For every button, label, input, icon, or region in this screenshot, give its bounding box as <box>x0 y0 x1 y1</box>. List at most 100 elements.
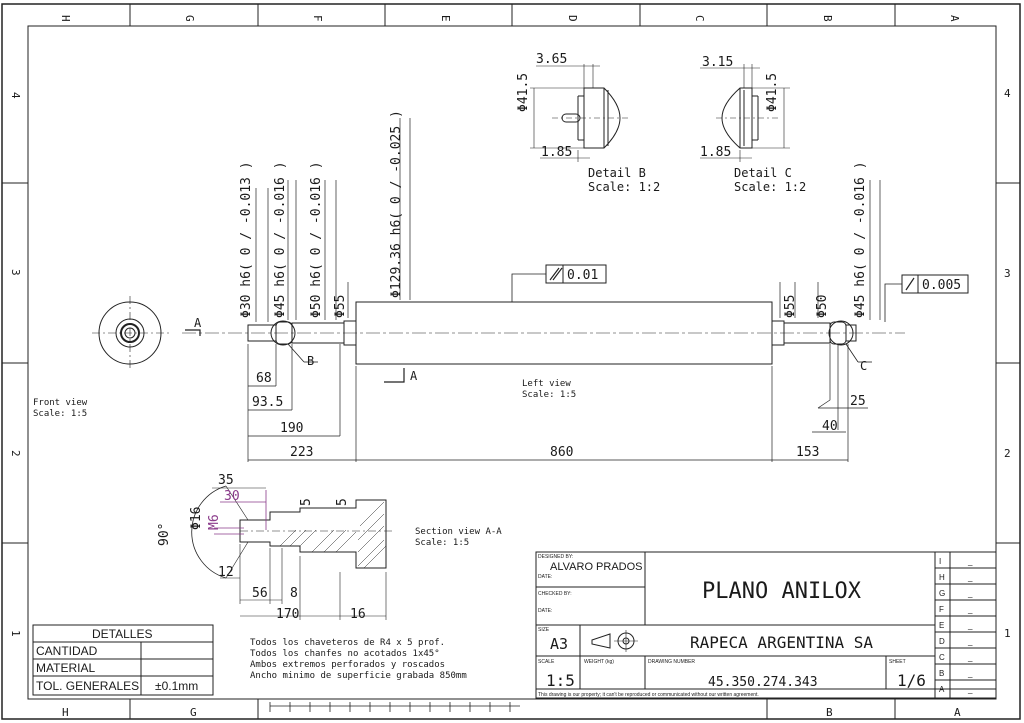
details-row-value: ±0.1mm <box>155 679 198 693</box>
designer-name: ALVARO PRADOS <box>550 561 643 573</box>
section-dim-35: 35 <box>218 473 234 488</box>
revision-value: _ <box>967 573 973 582</box>
dim-dia-55-right: Φ55 <box>783 295 798 318</box>
revision-letter: A <box>939 685 945 694</box>
detail-b-callout <box>270 320 296 346</box>
weight-label: WEIGHT (kg) <box>584 659 614 665</box>
details-table-header: DETALLES <box>92 627 152 641</box>
left-view-label: Left view <box>522 379 571 389</box>
date-label: DATE: <box>538 574 552 580</box>
front-view-label: Front view <box>33 398 88 408</box>
revision-value: _ <box>967 669 973 678</box>
revision-letter: B <box>939 669 944 678</box>
detail-c-view <box>700 64 790 162</box>
sheet-label: SHEET <box>889 659 906 665</box>
disclaimer: This drawing is our property; it can't b… <box>538 692 759 698</box>
zone-letter: B <box>826 706 833 719</box>
dim-dia-45: Φ45 h6( 0 / -0.016 ) <box>273 161 288 318</box>
section-mark-a: A <box>410 369 418 383</box>
zone-number: 3 <box>9 269 22 276</box>
revision-value: _ <box>967 557 973 566</box>
drawing-number-label: DRAWING NUMBER <box>648 659 695 665</box>
dim-length-153: 153 <box>796 445 819 460</box>
paper-size: A3 <box>550 635 568 653</box>
dim-dia-55: Φ55 <box>333 295 348 318</box>
checked-by-label: CHECKED BY: <box>538 591 572 597</box>
revision-value: _ <box>967 653 973 662</box>
revision-letter: I <box>939 557 941 566</box>
revision-letter: G <box>939 589 945 598</box>
dim-length-68: 68 <box>256 371 272 386</box>
details-row-label: CANTIDAD <box>36 644 98 658</box>
revision-value: _ <box>967 621 973 630</box>
title-block <box>535 551 997 699</box>
section-view-label: Section view A-A <box>415 527 502 537</box>
runout-frame: 0.005 <box>884 274 969 322</box>
section-dim-16: 16 <box>350 607 366 622</box>
dim-length-40: 40 <box>822 419 838 434</box>
outer-frame <box>1 3 1021 720</box>
revision-value: _ <box>967 685 973 694</box>
size-label: SIZE <box>538 627 550 633</box>
designed-by-label: DESIGNED BY: <box>538 554 573 560</box>
revision-letter: E <box>939 621 944 630</box>
note-line: Todos los chaveteros de R4 x 5 prof. <box>250 638 445 648</box>
detail-b-dia: Φ41.5 <box>516 73 531 112</box>
zone-letter: E <box>439 15 452 22</box>
section-dim-56: 56 <box>252 586 268 601</box>
section-dim-5b: 5 <box>335 498 350 506</box>
dim-dia-30: Φ30 h6( 0 / -0.013 ) <box>239 161 254 318</box>
zone-letter: H <box>62 706 69 719</box>
details-table: DETALLES CANTIDAD MATERIAL TOL. GENERALE… <box>32 624 214 696</box>
zone-number: 1 <box>1004 627 1011 640</box>
left-view-scale: Scale: 1:5 <box>522 390 576 400</box>
detail-c-mark: C <box>860 359 867 373</box>
dim-dia-45-right: Φ45 h6( 0 / -0.016 ) <box>853 161 868 318</box>
zone-letter: G <box>190 706 197 719</box>
section-dim-30: 30 <box>224 489 240 504</box>
section-dim-12: 12 <box>218 565 234 580</box>
details-row-label: TOL. GENERALES <box>36 679 139 693</box>
revision-letter: H <box>939 573 945 582</box>
detail-b-dim2: 1.85 <box>541 145 572 160</box>
detail-b-label: Detail B <box>588 166 646 180</box>
details-row-label: MATERIAL <box>36 661 95 675</box>
scale-label: SCALE <box>538 659 555 665</box>
date-label: DATE: <box>538 608 552 614</box>
section-view-aa <box>191 485 392 620</box>
zone-letter: B <box>821 15 834 22</box>
section-dim-170: 170 <box>276 607 299 622</box>
zone-letter: A <box>948 15 961 22</box>
zone-letter: D <box>566 15 579 22</box>
zone-number: 2 <box>9 450 22 457</box>
drawing-title: PLANO ANILOX <box>702 579 862 604</box>
revision-value: _ <box>967 589 973 598</box>
detail-b-scale: Scale: 1:2 <box>588 180 660 194</box>
detail-c-dim2: 1.85 <box>700 145 731 160</box>
front-view <box>92 296 170 370</box>
note-line: Todos los chanfes no acotados 1x45° <box>250 649 440 659</box>
runout-value: 0.01 <box>567 268 598 283</box>
runout-value: 0.005 <box>922 278 961 293</box>
zone-number: 1 <box>9 630 22 637</box>
section-dim-5a: 5 <box>299 498 314 506</box>
detail-c-label: Detail C <box>734 166 792 180</box>
runout-frame: 0.01 <box>511 264 607 302</box>
zone-letter: G <box>183 15 196 22</box>
revision-value: _ <box>967 605 973 614</box>
detail-b-view <box>530 64 628 162</box>
section-dim-angle: 90° <box>157 523 172 546</box>
dim-length-223: 223 <box>290 445 313 460</box>
zone-letter: F <box>311 15 324 22</box>
revision-value: _ <box>967 637 973 646</box>
drawing-scale: 1:5 <box>546 671 575 690</box>
section-mark-a: A <box>194 316 202 330</box>
drawing-number: 45.350.274.343 <box>708 675 818 690</box>
thread-callout <box>214 490 267 535</box>
zone-letter: C <box>693 15 706 22</box>
detail-c-callout <box>828 320 854 346</box>
section-dim-m6: M6 <box>207 514 222 530</box>
front-view-scale: Scale: 1:5 <box>33 409 87 419</box>
revision-letter: C <box>939 653 945 662</box>
